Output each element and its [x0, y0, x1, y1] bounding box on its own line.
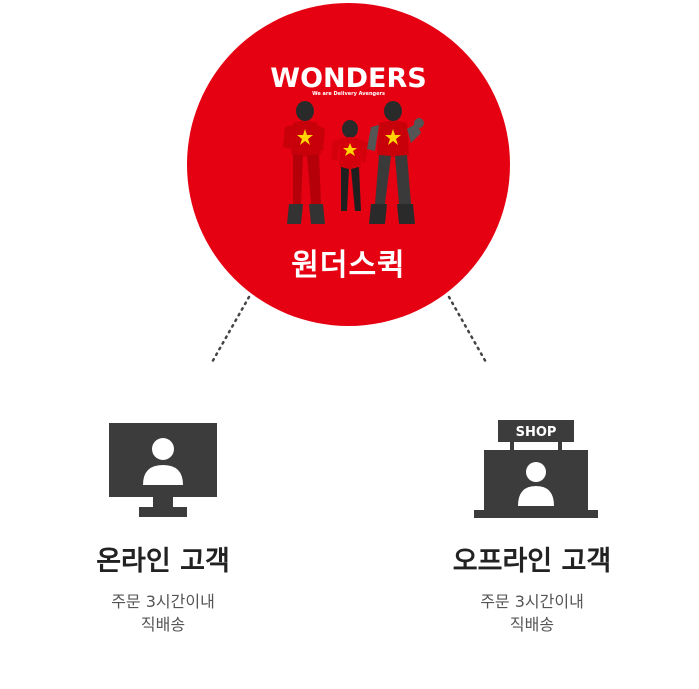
offline-desc: 주문 3시간이내 직배송 [432, 590, 632, 636]
brand-logo: WONDERS [270, 63, 427, 94]
heroes-illustration [283, 101, 424, 224]
offline-desc-line2: 직배송 [509, 615, 555, 634]
online-desc-line2: 직배송 [140, 615, 186, 634]
shop-sign-text: SHOP [516, 425, 557, 440]
online-desc: 주문 3시간이내 직배송 [63, 590, 263, 636]
online-desc-line1: 주문 3시간이내 [111, 592, 215, 611]
brand-tagline: We are Delivery Avengers [312, 91, 385, 97]
hero-left-figure [283, 101, 325, 224]
monitor-user-icon [109, 423, 217, 517]
brand-name: 원더스퀵 [291, 248, 406, 283]
online-title: 온라인 고객 [96, 546, 230, 577]
shop-user-icon: SHOP [474, 420, 598, 518]
offline-desc-line1: 주문 3시간이내 [480, 592, 584, 611]
hero-middle-figure [331, 120, 369, 211]
hero-right-figure [367, 101, 424, 224]
brand-circle: WONDERS We are Delivery Avengers [187, 3, 510, 326]
offline-title: 오프라인 고객 [452, 546, 612, 577]
